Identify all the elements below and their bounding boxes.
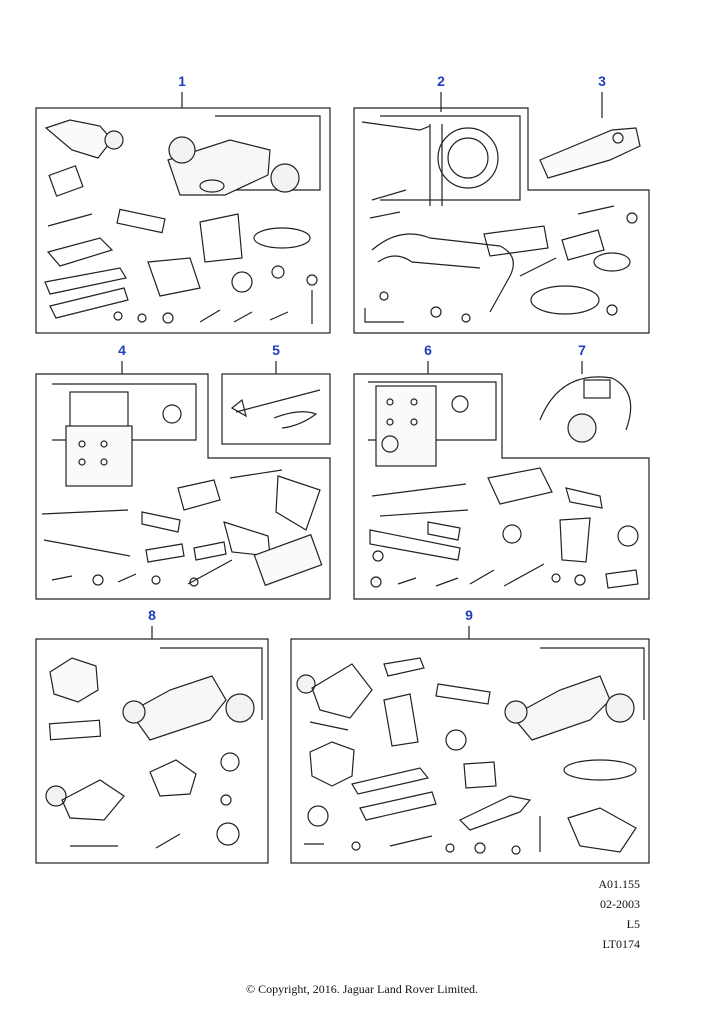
- callout-6[interactable]: 6: [424, 342, 432, 358]
- panel-2-3: [353, 107, 650, 334]
- callout-1[interactable]: 1: [178, 73, 186, 89]
- callout-5[interactable]: 5: [272, 342, 280, 358]
- panel-8: [35, 638, 269, 864]
- reference-code-lt: LT0174: [602, 937, 640, 951]
- callout-3[interactable]: 3: [598, 73, 606, 89]
- reference-date: 02-2003: [600, 897, 640, 911]
- callout-2[interactable]: 2: [437, 73, 445, 89]
- copyright-footer: © Copyright, 2016. Jaguar Land Rover Lim…: [245, 982, 479, 996]
- panel-5: [221, 373, 331, 445]
- panel-1: [35, 107, 331, 334]
- callout-7[interactable]: 7: [578, 342, 586, 358]
- panel-6-7: [353, 373, 650, 600]
- callout-4[interactable]: 4: [118, 342, 126, 358]
- panel-4: [35, 373, 331, 600]
- reference-code: A01.155: [598, 877, 640, 891]
- reference-code-l5: L5: [626, 917, 640, 931]
- panel-9: [290, 638, 650, 864]
- callout-8[interactable]: 8: [148, 607, 156, 623]
- callout-9[interactable]: 9: [465, 607, 473, 623]
